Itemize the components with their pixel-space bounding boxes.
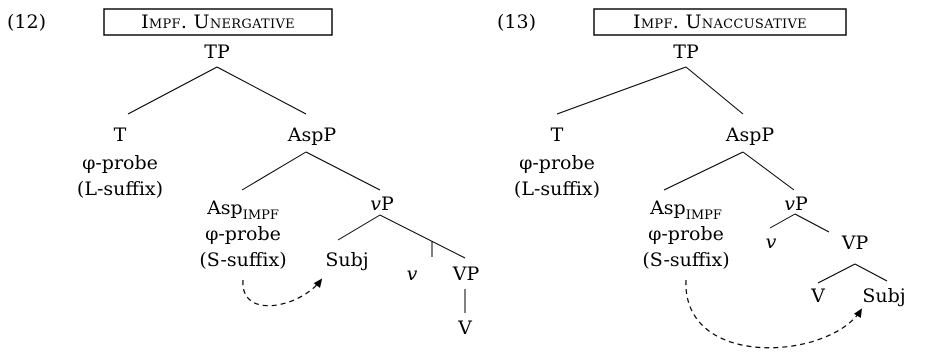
edge-vp-subj [337,214,381,241]
node-subj: Subj [862,285,905,307]
node-t-probe: φ-probe [519,152,595,174]
node-v: v [407,263,418,285]
node-v: v [766,231,777,253]
node-t-suffix: (L-suffix) [514,178,600,200]
node-asp: AspIMPF [649,197,722,223]
node-big-v: V [810,285,825,307]
edge-aspp-vp [742,151,795,191]
node-vp: VP [452,263,480,285]
tree-13-title-box [593,8,847,36]
node-asp: AspIMPF [206,197,279,223]
example-number-13: (13) [497,11,536,33]
edge-aspp-asp [663,151,744,191]
tree-13-title: Impf. Unaccusative [633,11,807,33]
node-tp: TP [673,41,699,63]
node-vp: VP [841,232,869,254]
agree-arrow-13 [685,279,863,349]
tree-13: (13) Impf. Unaccusative TP T φ-probe (L-… [497,8,906,349]
node-t-probe: φ-probe [82,152,158,174]
agree-arrow-12 [242,278,323,307]
edge-vp-v [769,213,796,229]
node-asp-suffix: (S-suffix) [199,249,286,271]
node-t-suffix: (L-suffix) [77,178,163,200]
node-little-vp: vP [784,193,808,215]
edge-VP-V [817,263,856,284]
node-subj: Subj [325,249,368,271]
node-aspp: AspP [725,124,775,146]
node-asp-probe: φ-probe [205,223,281,245]
edge-vp-VP [794,213,830,233]
edge-tp-t [127,66,218,115]
edge-aspp-vp [305,151,381,191]
tree-12-title: Impf. Unergative [141,11,295,33]
node-asp-probe: φ-probe [648,223,724,245]
edge-tp-aspp [216,66,307,115]
node-big-v: V [457,317,472,339]
edge-vp-vbar [379,214,466,259]
node-t: T [114,124,127,146]
tree-12: (12) Impf. Unergative TP T φ-probe (L-su… [7,8,480,339]
node-asp-suffix: (S-suffix) [642,249,729,271]
node-little-vp: vP [370,193,394,215]
edge-VP-subj [854,263,888,282]
node-aspp: AspP [287,124,337,146]
edge-aspp-asp [241,151,307,191]
node-t: T [551,124,564,146]
example-number-12: (12) [7,11,46,33]
edge-tp-t [556,66,687,115]
edge-tp-aspp [685,66,744,115]
node-tp: TP [204,41,230,63]
tree-12-title-box [103,8,333,36]
